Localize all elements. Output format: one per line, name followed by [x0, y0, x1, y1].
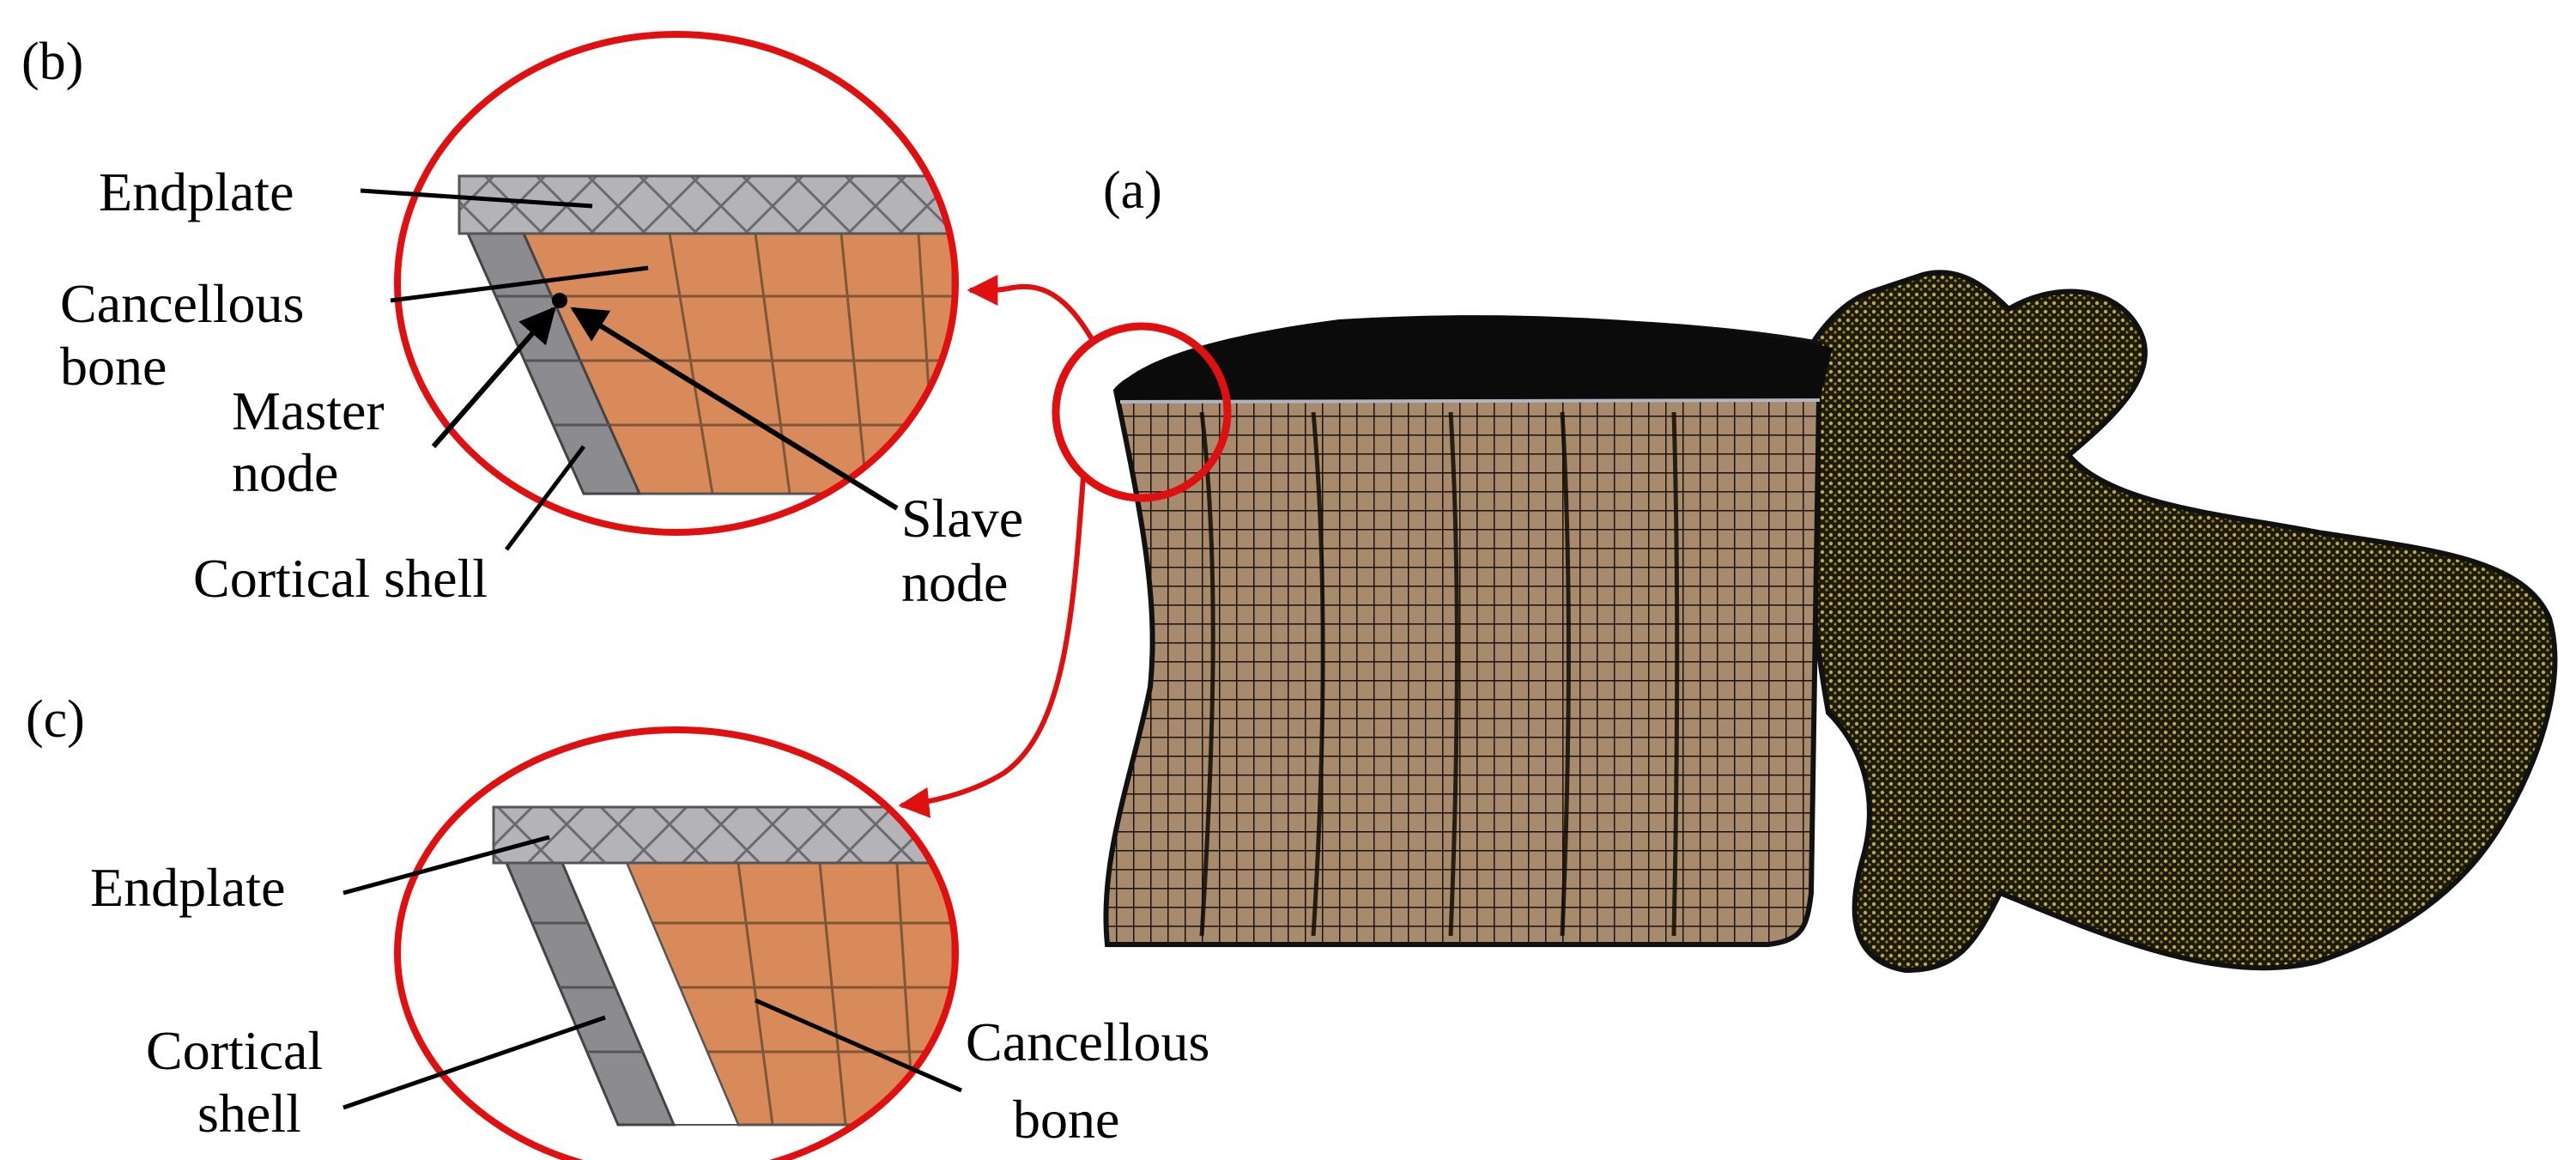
- node-point: [552, 293, 567, 308]
- label-b-cancellous-line1: Cancellous: [60, 273, 304, 334]
- panel-label-c: (c): [26, 690, 85, 749]
- label-c-cortical-line1: Cortical: [146, 1020, 323, 1081]
- endplate-region-c: [492, 805, 955, 865]
- panel-label-a: (a): [1103, 161, 1162, 220]
- label-c-cortical-line2: shell: [197, 1083, 301, 1144]
- label-c-endplate: Endplate: [90, 857, 285, 918]
- label-c-cancellous-line1: Cancellous: [966, 1011, 1209, 1072]
- panel-b-border: [394, 31, 959, 536]
- label-b-endplate: Endplate: [99, 161, 294, 222]
- posterior-elements-mesh: [1799, 270, 2558, 974]
- vertebral-endplate-top: [1116, 315, 1833, 404]
- label-b-cancellous-line2: bone: [60, 336, 167, 397]
- panel-c-border: [394, 726, 959, 1160]
- label-b-master-line2: node: [232, 442, 338, 503]
- label-b-slave-line1: Slave: [901, 488, 1023, 549]
- panel-label-b: (b): [21, 33, 83, 91]
- label-b-slave-line2: node: [901, 552, 1008, 613]
- panel-c-zoom: Endplate Cortical shell Cancellous bone: [90, 726, 1209, 1160]
- panel-a-callout-circle: [1052, 322, 1232, 502]
- panel-b-zoom: Endplate Cancellous bone Master node Cor…: [60, 31, 1023, 613]
- endplate-region-b: [458, 174, 955, 235]
- label-b-cortical-shell: Cortical shell: [193, 548, 488, 609]
- label-c-cancellous-line2: bone: [1013, 1089, 1119, 1150]
- label-b-master-line1: Master: [232, 380, 385, 441]
- connector-to-panel-b: [967, 275, 1094, 341]
- connector-to-panel-c: [898, 476, 1086, 818]
- panel-a-vertebra-model: [898, 270, 2558, 974]
